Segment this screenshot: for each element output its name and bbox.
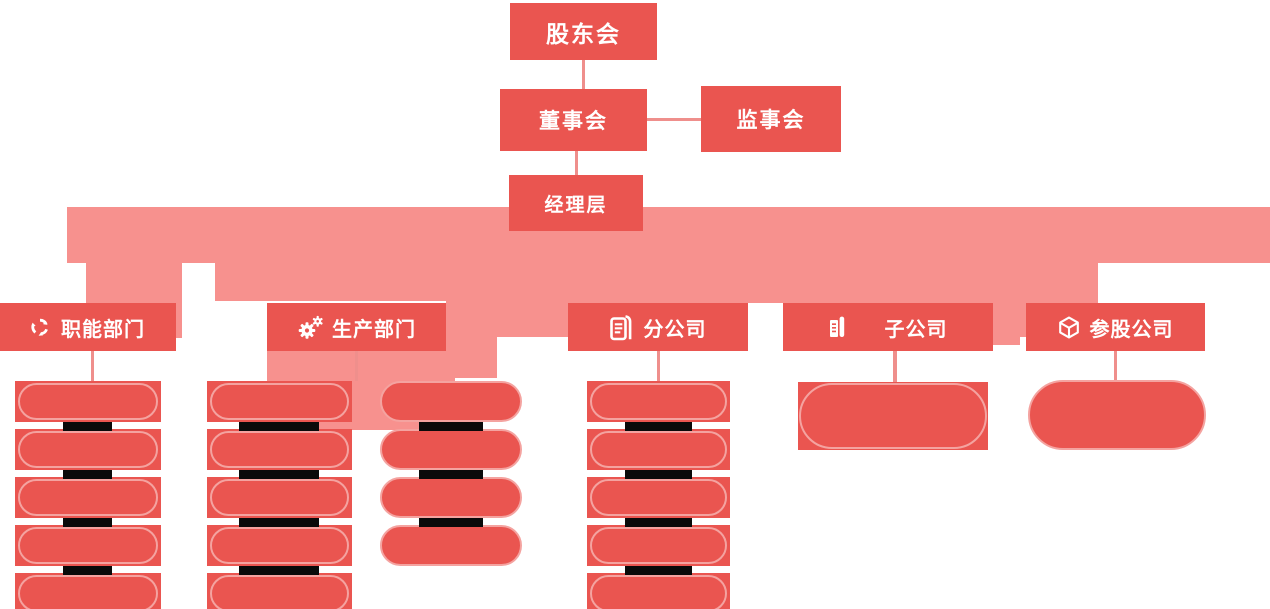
redaction-bar xyxy=(63,518,112,527)
dept-label: 分公司 xyxy=(643,318,707,341)
placeholder-pill xyxy=(380,429,522,470)
placeholder-pill xyxy=(15,525,161,566)
redaction-bar xyxy=(625,470,692,479)
placeholder-pill xyxy=(207,477,352,518)
cube-icon xyxy=(1058,316,1080,339)
placeholder-pill xyxy=(15,573,161,609)
redaction-bar xyxy=(419,422,483,431)
dept-header-branch: 分公司 xyxy=(568,303,748,351)
placeholder-pill xyxy=(15,429,161,470)
line-production-items xyxy=(355,351,358,381)
placeholder-pill xyxy=(207,429,352,470)
node-shareholders-meeting: 股东会 xyxy=(510,3,657,60)
placeholder-pill xyxy=(380,477,522,518)
redaction-bar xyxy=(63,470,112,479)
redaction-bar xyxy=(625,422,692,431)
node-management-team: 经理层 xyxy=(509,175,643,231)
redaction-bar xyxy=(239,566,319,575)
placeholder-pill xyxy=(207,381,352,422)
branch-building-icon xyxy=(609,314,632,341)
dept-label: 生产部门 xyxy=(332,318,416,341)
redaction-bar xyxy=(239,518,319,527)
dept-header-subsidiary: 子公司 xyxy=(783,303,993,351)
placeholder-pill-subsidiary xyxy=(798,382,988,450)
dept-label: 子公司 xyxy=(884,318,948,341)
line-functional-items xyxy=(91,351,94,381)
dept-header-production: 生产部门 xyxy=(267,303,446,351)
redaction-bar xyxy=(419,518,483,527)
line-invested-items xyxy=(1114,351,1117,380)
gears-icon xyxy=(297,315,324,340)
dept-label: 参股公司 xyxy=(1089,318,1174,341)
dept-label: 职能部门 xyxy=(61,318,145,341)
placeholder-column-branch xyxy=(587,381,730,609)
connector-band-main xyxy=(67,207,1270,263)
placeholder-pill xyxy=(207,525,352,566)
redaction-bar xyxy=(239,470,319,479)
placeholder-pill xyxy=(587,573,730,609)
redaction-bar xyxy=(419,470,483,479)
redaction-bar xyxy=(239,422,319,431)
line-subsidiary-items xyxy=(893,351,897,382)
redaction-bar xyxy=(625,566,692,575)
redaction-bar xyxy=(63,422,112,431)
placeholder-pill xyxy=(587,429,730,470)
placeholder-pill xyxy=(207,573,352,609)
building-icon xyxy=(829,315,845,339)
line-branch-items xyxy=(657,351,660,381)
redaction-bar xyxy=(63,566,112,575)
placeholder-pill xyxy=(15,477,161,518)
dept-header-invested: 参股公司 xyxy=(1026,303,1205,351)
node-supervisory-board: 监事会 xyxy=(701,86,841,152)
placeholder-pill xyxy=(587,525,730,566)
placeholder-pill xyxy=(587,477,730,518)
connector-drop-subsidiary-tail xyxy=(993,263,1020,345)
dept-header-functional: 职能部门 xyxy=(0,303,176,351)
placeholder-pill-invested xyxy=(1028,380,1206,450)
placeholder-column-production-1 xyxy=(207,381,352,609)
placeholder-pill xyxy=(380,525,522,566)
connector-drop-mid xyxy=(446,263,568,337)
placeholder-pill xyxy=(587,381,730,422)
placeholder-pill xyxy=(380,381,522,422)
line-board-supervisory xyxy=(647,118,701,121)
placeholder-pill xyxy=(15,381,161,422)
connector-drop-branch xyxy=(568,263,993,303)
line-board-management xyxy=(575,151,578,175)
redaction-bar xyxy=(625,518,692,527)
circular-arrows-icon xyxy=(31,318,49,336)
node-board-of-directors: 董事会 xyxy=(500,89,647,151)
placeholder-column-functional xyxy=(15,381,161,609)
placeholder-column-production-2 xyxy=(380,381,522,567)
line-shareholders-board xyxy=(582,60,585,89)
